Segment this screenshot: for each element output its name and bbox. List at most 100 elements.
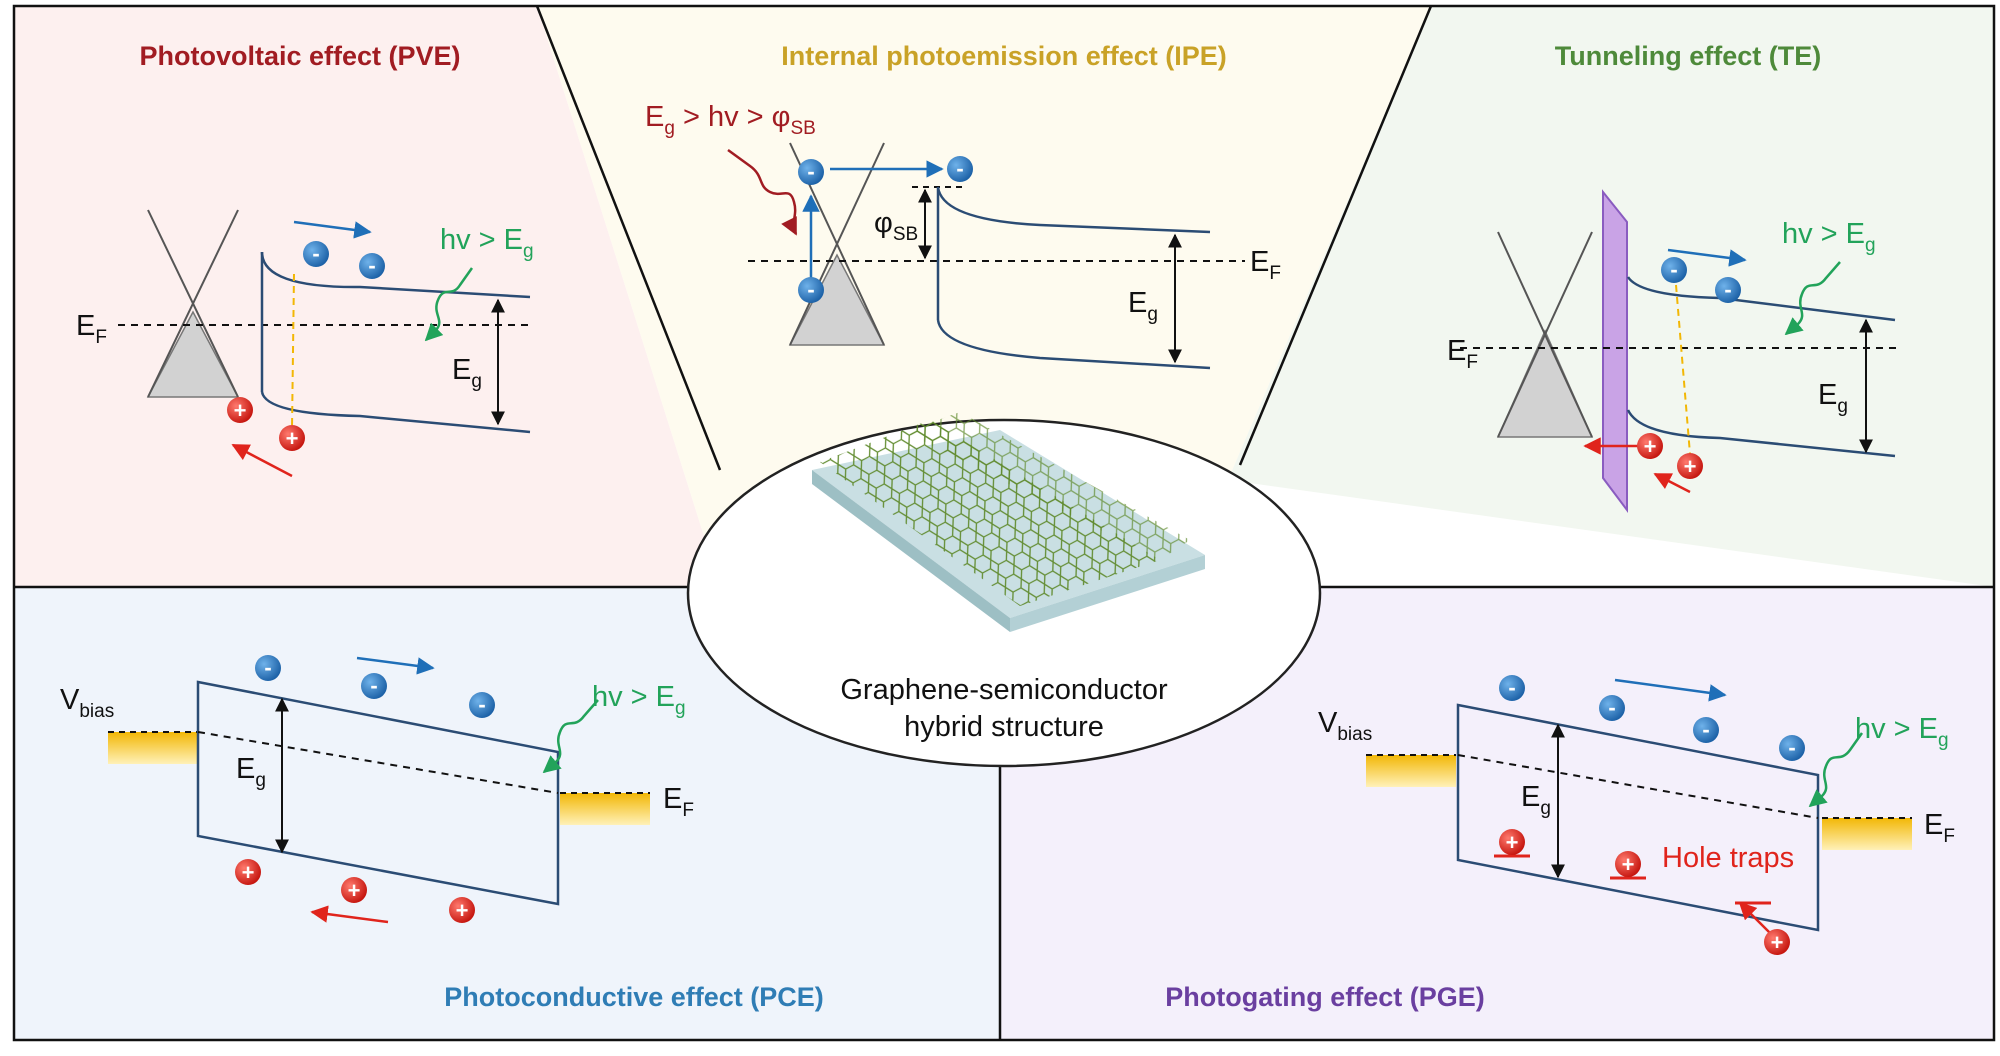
hole-drift-arrow [310, 905, 389, 924]
ipe-condition-label: Eg > hv > φSB [645, 101, 816, 139]
conduction-band [1626, 276, 1896, 322]
center-caption-line2: hybrid structure [904, 711, 1104, 743]
hole-drift-arrow [1653, 472, 1691, 494]
hole: + [341, 877, 367, 903]
electron: - [1499, 675, 1525, 701]
te-title: Tunneling effect (TE) [1555, 41, 1821, 71]
electron: - [798, 277, 824, 303]
svg-text:-: - [1724, 277, 1731, 302]
photon-energy-label: hv > Eg [592, 681, 686, 719]
bias-contact-right [560, 793, 650, 825]
fermi-level-line [197, 731, 559, 794]
valence-band [936, 319, 1211, 370]
ipe-panel [537, 6, 1431, 587]
center-caption-line1: Graphene-semiconductor [840, 674, 1168, 706]
pce-panel [14, 587, 1000, 1040]
pge-diagram: - - - - + + + Hole traps Vbias EF Eg hv … [1318, 675, 1955, 955]
svg-text:-: - [1608, 695, 1615, 720]
electron: - [798, 159, 824, 185]
bandgap-label: Eg [1128, 287, 1158, 325]
conduction-band [260, 251, 531, 299]
electron-drift-arrow [1667, 248, 1747, 267]
pce-title: Photoconductive effect (PCE) [444, 982, 824, 1012]
electron-drift-arrow [1614, 678, 1727, 702]
valence-band [1626, 409, 1896, 458]
photon-wave [727, 148, 798, 236]
hole: + [235, 859, 261, 885]
fermi-level-label: EF [1924, 809, 1955, 847]
semiconductor-band-box [196, 680, 560, 906]
hole: + [1637, 433, 1663, 459]
svg-text:+: + [1771, 930, 1784, 955]
fermi-level-label: EF [1447, 335, 1478, 373]
bandgap-label: Eg [452, 354, 482, 392]
te-diagram: - - + + EF Eg hv > Eg [1447, 189, 1900, 513]
vbias-label: Vbias [60, 684, 114, 722]
svg-text:-: - [312, 241, 319, 266]
hole: + [1764, 929, 1790, 955]
electron: - [255, 655, 281, 681]
hole-traps-label: Hole traps [1662, 842, 1794, 874]
svg-text:+: + [234, 398, 247, 423]
substrate-side [812, 470, 1010, 632]
electron: - [1661, 257, 1687, 283]
photon-wave [542, 699, 599, 774]
photon-energy-label: hv > Eg [1855, 713, 1949, 751]
pve-panel [14, 6, 720, 587]
svg-text:-: - [1508, 675, 1515, 700]
pve-diagram: - - + + EF Eg hv > Eg [76, 209, 534, 478]
hole: + [279, 425, 305, 451]
svg-text:-: - [1788, 735, 1795, 760]
electron: - [947, 156, 973, 182]
vbias-label: Vbias [1318, 707, 1372, 745]
fermi-level-label: EF [1250, 246, 1281, 284]
hole-drift-arrow [231, 443, 293, 478]
electron: - [469, 692, 495, 718]
graphene-filled-cone [146, 310, 240, 398]
svg-text:+: + [1644, 434, 1657, 459]
graphene-sheet [820, 420, 1160, 606]
hole: + [1677, 453, 1703, 479]
svg-text:+: + [1622, 852, 1635, 877]
electron: - [1715, 277, 1741, 303]
bandgap-label: Eg [236, 753, 266, 791]
svg-text:-: - [370, 673, 377, 698]
graphene-sheet-curl [905, 412, 1190, 560]
photon-energy-label: hv > Eg [1782, 218, 1876, 256]
bandgap-label: Eg [1818, 379, 1848, 417]
electron: - [1599, 695, 1625, 721]
photon-wave [1808, 732, 1864, 808]
svg-text:-: - [1702, 717, 1709, 742]
svg-text:-: - [807, 159, 814, 184]
electron: - [303, 241, 329, 267]
electron-drift-arrow [356, 656, 435, 675]
center-structure: Graphene-semiconductor hybrid structure [686, 412, 1322, 768]
svg-text:-: - [807, 277, 814, 302]
schottky-barrier-label: φSB [874, 207, 918, 245]
svg-text:+: + [456, 898, 469, 923]
svg-text:+: + [242, 860, 255, 885]
ipe-diagram: - - - Eg > hv > φSB φSB EF Eg [645, 101, 1281, 370]
electron-drift-arrow [293, 220, 372, 239]
electron: - [1779, 735, 1805, 761]
svg-text:-: - [264, 655, 271, 680]
fermi-level-label: EF [663, 783, 694, 821]
bias-contact-right [1822, 818, 1912, 850]
svg-text:-: - [478, 692, 485, 717]
photon-wave [424, 267, 474, 342]
pce-diagram: - - - + + + Vbias EF Eg hv > Eg [60, 655, 694, 924]
svg-text:+: + [348, 878, 361, 903]
svg-text:+: + [286, 426, 299, 451]
bias-contact-left [108, 732, 198, 764]
semiconductor-band-box [1456, 703, 1820, 932]
substrate-front [1010, 555, 1205, 632]
bias-contact-left [1366, 755, 1456, 787]
svg-text:+: + [1506, 830, 1519, 855]
svg-text:-: - [956, 156, 963, 181]
pge-title: Photogating effect (PGE) [1165, 982, 1485, 1012]
trapped-hole: + [1499, 829, 1525, 855]
electron: - [361, 673, 387, 699]
svg-text:-: - [1670, 257, 1677, 282]
hole: + [449, 897, 475, 923]
